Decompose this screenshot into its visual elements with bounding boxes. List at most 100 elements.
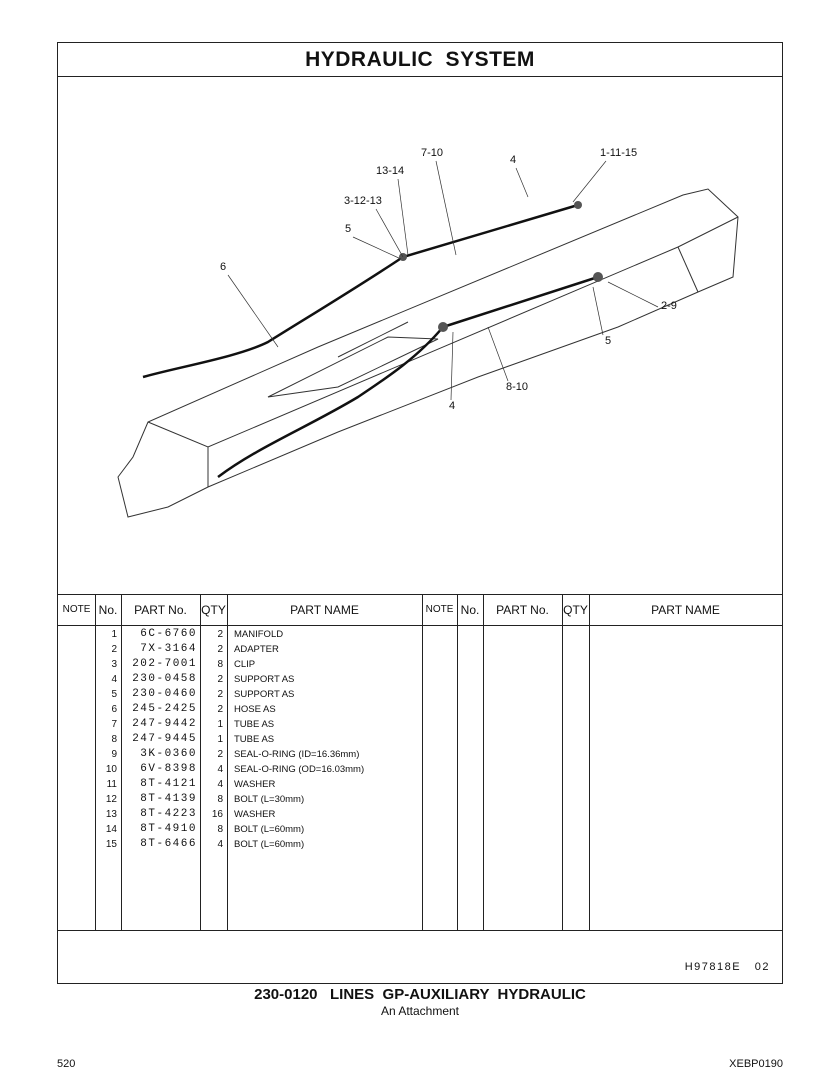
- drawing-reference: H97818E 02: [684, 961, 770, 973]
- table-row: 10 6V-8398 4 SEAL-O-RING (OD=16.03mm): [58, 762, 422, 777]
- part-number: 8T-4121: [140, 778, 197, 790]
- part-number: 8T-4910: [140, 823, 197, 835]
- group-subcaption: An Attachment: [380, 1004, 460, 1018]
- part-number: 247-9445: [132, 733, 197, 745]
- part-name: TUBE AS: [234, 719, 275, 730]
- exploded-diagram: 7-10 4 1-11-15 13-14 3-12-13 5 6 2-9 5 8…: [58, 77, 782, 594]
- column-divider: [121, 594, 122, 930]
- quantity: 2: [217, 674, 223, 685]
- item-number: 12: [105, 794, 117, 805]
- callout-label: 4: [449, 400, 456, 412]
- part-name: WASHER: [234, 779, 276, 790]
- item-number: 15: [105, 839, 117, 850]
- callout-label: 4: [510, 154, 517, 166]
- part-name: SUPPORT AS: [234, 689, 295, 700]
- part-name: BOLT (L=60mm): [234, 839, 305, 850]
- table-row: 1 6C-6760 2 MANIFOLD: [58, 627, 422, 642]
- part-number: 3K-0360: [140, 748, 197, 760]
- callout-label: 2-9: [661, 300, 677, 312]
- quantity: 2: [217, 644, 223, 655]
- callout-label: 1-11-15: [600, 147, 638, 159]
- quantity: 8: [217, 659, 223, 670]
- quantity: 4: [217, 839, 223, 850]
- quantity: 2: [217, 704, 223, 715]
- quantity: 2: [217, 689, 223, 700]
- footer-divider: [58, 930, 782, 931]
- parts-table-header: NOTE No. PART No. QTY PART NAME NOTE No.…: [58, 594, 782, 626]
- table-row: 15 8T-6466 4 BOLT (L=60mm): [58, 837, 422, 852]
- column-divider: [95, 594, 96, 930]
- item-number: 14: [105, 824, 117, 835]
- part-name: BOLT (L=60mm): [234, 824, 305, 835]
- group-caption: 230-0120 LINES GP-AUXILIARY HYDRAULIC: [254, 986, 586, 1003]
- part-name: WASHER: [234, 809, 276, 820]
- part-name: SUPPORT AS: [234, 674, 295, 685]
- part-number: 8T-6466: [140, 838, 197, 850]
- column-divider: [200, 594, 201, 930]
- part-number: 6V-8398: [140, 763, 197, 775]
- column-divider: [589, 594, 590, 930]
- table-row: 2 7X-3164 2 ADAPTER: [58, 642, 422, 657]
- item-number: 1: [111, 629, 117, 640]
- item-number: 2: [111, 644, 117, 655]
- callout-label: 5: [605, 335, 612, 347]
- quantity: 2: [217, 629, 223, 640]
- part-name: ADAPTER: [234, 644, 279, 655]
- part-name: MANIFOLD: [234, 629, 284, 640]
- callout-label: 7-10: [421, 147, 444, 159]
- callout-label: 8-10: [506, 381, 529, 393]
- part-number: 202-7001: [132, 658, 197, 670]
- table-row: 3 202-7001 8 CLIP: [58, 657, 422, 672]
- part-number: 247-9442: [132, 718, 197, 730]
- part-number: 230-0460: [132, 688, 197, 700]
- column-divider: [227, 594, 228, 930]
- header-no: No.: [460, 603, 480, 617]
- header-part-name: PART NAME: [290, 603, 359, 617]
- part-name: SEAL-O-RING (OD=16.03mm): [234, 764, 365, 775]
- quantity: 1: [217, 734, 223, 745]
- callout-label: 13-14: [376, 165, 405, 177]
- part-number: 6C-6760: [140, 628, 197, 640]
- callout-label: 6: [220, 261, 227, 273]
- quantity: 8: [217, 794, 223, 805]
- header-part-no: PART No.: [134, 603, 187, 617]
- quantity: 8: [217, 824, 223, 835]
- item-number: 8: [111, 734, 117, 745]
- part-number: 8T-4223: [140, 808, 197, 820]
- header-part-no: PART No.: [496, 603, 549, 617]
- header-part-name: PART NAME: [651, 603, 720, 617]
- item-number: 4: [111, 674, 117, 685]
- callout-label: 5: [345, 223, 352, 235]
- column-divider: [457, 594, 458, 930]
- table-row: 14 8T-4910 8 BOLT (L=60mm): [58, 822, 422, 837]
- part-number: 7X-3164: [140, 643, 197, 655]
- part-number: 8T-4139: [140, 793, 197, 805]
- header-qty: QTY: [563, 603, 588, 617]
- callout-label: 3-12-13: [344, 195, 382, 207]
- part-name: SEAL-O-RING (ID=16.36mm): [234, 749, 360, 760]
- item-number: 7: [111, 719, 117, 730]
- boom-illustration: [117, 160, 739, 518]
- quantity: 4: [217, 764, 223, 775]
- part-name: CLIP: [234, 659, 256, 670]
- item-number: 10: [105, 764, 117, 775]
- parts-page-frame: HYDRAULIC SYSTEM: [57, 42, 783, 984]
- item-number: 6: [111, 704, 117, 715]
- column-divider: [422, 594, 423, 930]
- item-number: 11: [106, 779, 117, 790]
- column-divider: [483, 594, 484, 930]
- page-title: HYDRAULIC SYSTEM: [58, 43, 782, 77]
- header-qty: QTY: [201, 603, 226, 617]
- part-name: HOSE AS: [234, 704, 276, 715]
- item-number: 3: [111, 659, 117, 670]
